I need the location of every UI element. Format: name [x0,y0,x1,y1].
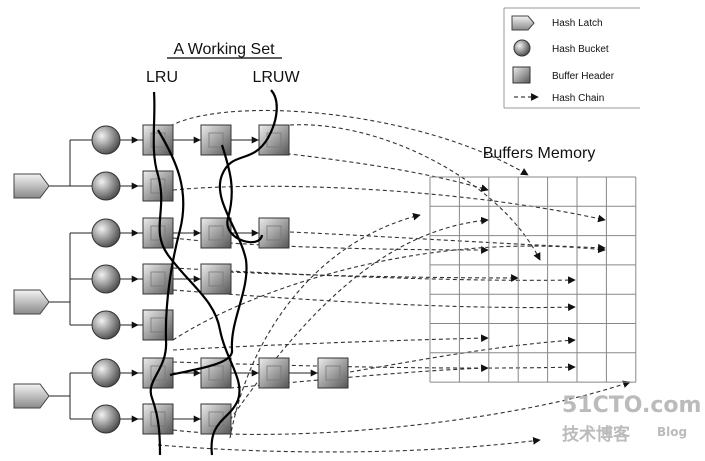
hash-bucket-icon [91,171,121,201]
hash-chain-link [229,271,519,282]
buffer-header-inner [150,365,166,381]
hash-chain-link [157,437,541,453]
legend-hash-latch: Hash Latch [552,18,603,29]
buffer-header-inner [266,365,282,381]
watermark-blog: Blog [657,425,687,439]
buffer-header-icon [512,66,531,84]
hash-latch-icon [511,15,535,31]
hash-chain-link [229,216,489,421]
buffer-header-icon [317,357,349,389]
buffer-header-icon [258,217,290,249]
hash-chain-link [272,151,489,192]
watermark: 51CTO.com 技术博客 Blog [562,393,701,445]
hash-chain-link [289,124,541,261]
buffer-header-icon [200,124,232,156]
buffer-header-inner [208,271,224,287]
buffer-header-inner [150,225,166,241]
legend-hash-bucket: Hash Bucket [552,44,609,55]
lru-curve [152,91,241,456]
buffer-header-icon [200,357,232,389]
hash-bucket-icon [91,310,121,340]
buffer-header-inner [266,225,282,241]
buffers-memory-label: Buffers Memory [483,145,596,162]
buffer-header-icon [258,124,290,156]
buffer-header-inner [208,225,224,241]
hash-bucket-icon [91,404,121,434]
hash-latch-icon [13,289,50,315]
buffer-header-icon [142,309,174,341]
hash-latch-icon [13,383,50,409]
lruw-label: LRUW [252,69,300,86]
watermark-site: 51CTO.com [562,393,701,418]
buffers-memory-grid [429,176,637,383]
hash-chain-link [229,212,421,439]
hash-latch-icon [13,173,50,199]
buffer-header-inner [208,132,224,148]
hash-chain-link [349,336,576,373]
lru-chain [149,89,278,456]
hash-chain-link [172,267,576,284]
hash-chain-link [172,289,576,312]
hash-bucket-icon [513,39,531,57]
hash-bucket-icon [91,125,121,155]
hash-bucket-icon [91,358,121,388]
hash-tree [13,124,349,435]
legend: Hash Latch Hash Bucket Buffer Header Has… [503,7,640,109]
lruw-curve [169,89,278,377]
buffer-header-icon [200,263,232,295]
hash-bucket-icon [91,218,121,248]
lru-label: LRU [146,69,178,86]
hash-chain-link [172,245,606,341]
buffer-header-inner [325,365,341,381]
buffer-header-icon [142,217,174,249]
legend-hash-chain: Hash Chain [552,93,604,104]
hash-chain-link [172,185,606,223]
lru-curve-2 [149,129,185,456]
hash-chain-dashes [157,109,631,453]
diagram-title: A Working Set [173,41,275,58]
watermark-sub: 技术博客 [562,424,631,445]
lruw-curve-2 [220,144,264,244]
hash-chain-link [172,334,489,351]
hash-bucket-icon [91,264,121,294]
buffer-header-inner [208,365,224,381]
hash-chain-link [289,231,606,252]
buffer-header-inner [150,271,166,287]
hash-chain-link [169,109,529,176]
legend-buffer-header: Buffer Header [552,71,615,82]
buffer-header-icon [258,357,290,389]
